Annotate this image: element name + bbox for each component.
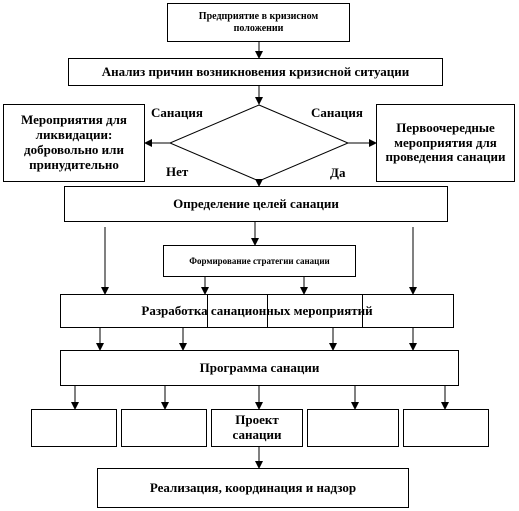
development-segment-divider: [362, 294, 363, 328]
node-enterprise: Предприятие в кризисном положении: [167, 3, 350, 42]
node-analysis: Анализ причин возникновения кризисной си…: [68, 58, 443, 86]
project-segment: [403, 409, 489, 447]
node-liquidation: Мероприятия для ликвидации: добровольно …: [3, 104, 145, 182]
node-goals: Определение целей санации: [64, 186, 448, 222]
node-program: Программа санации: [60, 350, 459, 386]
project-segment: [121, 409, 207, 447]
decision-yes-label: Да: [330, 165, 346, 180]
decision-right-label: Санация: [311, 105, 363, 120]
node-priority: Первоочередные мероприятия для проведени…: [376, 104, 515, 182]
decision-left-label: Санация: [151, 105, 203, 120]
node-project: Проект санации: [211, 409, 303, 447]
node-development: Разработка санационных мероприятий: [60, 294, 454, 328]
node-implementation: Реализация, координация и надзор: [97, 468, 409, 508]
project-segment: [307, 409, 399, 447]
project-segment: [31, 409, 117, 447]
decision-no-label: Нет: [166, 164, 189, 179]
development-segment-divider: [207, 294, 208, 328]
development-segment-divider: [267, 294, 268, 328]
node-strategy: Формирование стратегии санации: [163, 245, 356, 277]
